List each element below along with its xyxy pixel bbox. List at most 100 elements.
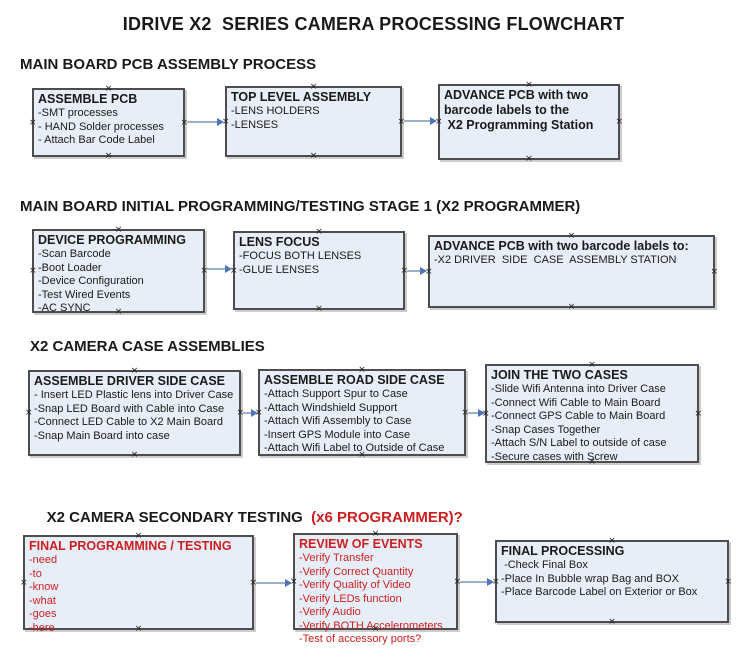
flow-box-advance-pcb-driver-side: ADVANCE PCB with two barcode labels to: … xyxy=(425,232,718,312)
box-title: TOP LEVEL ASSEMBLY xyxy=(231,90,372,104)
flow-box-top-level-assembly: TOP LEVEL ASSEMBLY -LENS HOLDERS-LENSES … xyxy=(222,83,405,161)
box-item: -Place In Bubble wrap Bag and BOX xyxy=(501,572,679,585)
connector-anchor-icon: × xyxy=(130,450,139,460)
box-item: -Attach S/N Label to outside of case xyxy=(491,437,667,449)
box-item: -need xyxy=(29,554,58,566)
connector-anchor-icon: × xyxy=(615,117,623,127)
section-heading-secondary-testing: X2 CAMERA SECONDARY TESTING (x6 PROGRAMM… xyxy=(30,492,463,543)
box-item: -Verify Quality of Video xyxy=(299,579,411,591)
section-heading-initial-programming: MAIN BOARD INITIAL PROGRAMMING/TESTING S… xyxy=(20,198,581,215)
box-item: -Verify Correct Quantity xyxy=(299,565,414,578)
flow-box-assemble-pcb: ASSEMBLE PCB -SMT processes- HAND Solder… xyxy=(29,85,188,161)
box-item: -Device Configuration xyxy=(38,275,144,287)
box-item: -Attach Wifi Assembly to Case xyxy=(264,415,412,427)
box-item: -Connect Wifi Cable to Main Board xyxy=(491,396,661,409)
box-title: ASSEMBLE ROAD SIDE CASE xyxy=(264,373,445,387)
box-title: ASSEMBLE PCB xyxy=(38,92,138,106)
flow-box-advance-pcb-programming-station: ADVANCE PCB with two barcode labels to t… xyxy=(435,81,623,164)
box-item: -AC SYNC xyxy=(38,302,91,314)
heading-red-part: (x6 PROGRAMMER)? xyxy=(302,509,463,526)
box-items: -Attach Support Spur to Case-Attach Wind… xyxy=(264,388,460,456)
box-item: -Verify Transfer xyxy=(299,552,374,564)
arrow-road-case-to-join-cases xyxy=(468,409,485,417)
connector-anchor-icon: × xyxy=(608,617,616,627)
box-title: ADVANCE PCB with two barcode labels to: xyxy=(434,239,689,253)
arrow-assemble-pcb-to-top-level xyxy=(187,118,224,126)
box-title: ADVANCE PCB with two barcode labels to t… xyxy=(444,88,594,132)
box-items: -Check Final Box-Place In Bubble wrap Ba… xyxy=(501,559,723,600)
arrow-driver-case-to-road-case xyxy=(243,409,258,417)
flow-box-review-of-events: REVIEW OF EVENTS -Verify Transfer-Verify… xyxy=(290,530,461,646)
arrow-device-programming-to-lens-focus xyxy=(207,265,232,273)
box-items: -Verify Transfer-Verify Correct Quantity… xyxy=(299,552,452,647)
box-item: -Attach Windshield Support xyxy=(264,401,398,414)
connector-anchor-icon: × xyxy=(724,576,732,587)
flow-box-assemble-road-side-case: ASSEMBLE ROAD SIDE CASE -Attach Support … xyxy=(255,366,469,460)
box-item: - Insert LED Plastic lens into Driver Ca… xyxy=(34,389,234,401)
box-item: -Snap Cases Together xyxy=(491,423,601,436)
box-item: -X2 DRIVER SIDE CASE ASSEMBLY STATION xyxy=(434,254,677,266)
connector-anchor-icon: × xyxy=(694,408,702,419)
arrow-lens-focus-to-advance-pcb xyxy=(407,267,427,275)
box-item: -SMT processes xyxy=(38,107,118,119)
section-heading-case-assemblies: X2 CAMERA CASE ASSEMBLIES xyxy=(30,338,265,355)
box-items: -need-to-know-what-goes-here xyxy=(29,554,248,635)
arrow-top-level-to-advance-pcb xyxy=(404,117,437,125)
box-items: -X2 DRIVER SIDE CASE ASSEMBLY STATION xyxy=(434,254,709,268)
box-item: - Attach Bar Code Label xyxy=(38,134,155,146)
flow-box-lens-focus: LENS FOCUS -FOCUS BOTH LENSES-GLUE LENSE… xyxy=(230,228,408,314)
box-item: -Check Final Box xyxy=(501,559,588,571)
connector-anchor-icon: × xyxy=(25,408,33,418)
box-item: -FOCUS BOTH LENSES xyxy=(239,250,362,262)
box-item: -GLUE LENSES xyxy=(239,263,320,276)
box-item: -Test of accessory ports? xyxy=(299,633,422,645)
box-title: ASSEMBLE DRIVER SIDE CASE xyxy=(34,374,226,388)
box-item: -Verify LEDs function xyxy=(299,592,402,605)
box-item: - HAND Solder processes xyxy=(38,120,164,133)
box-item: -Verify BOTH Accelerometers xyxy=(299,619,443,632)
connector-anchor-icon: × xyxy=(20,577,28,588)
connector-anchor-icon: × xyxy=(315,304,323,314)
box-title: FINAL PROCESSING xyxy=(501,544,625,558)
box-items: -LENS HOLDERS-LENSES xyxy=(231,105,396,132)
box-item: -Secure cases with Screw xyxy=(491,450,618,463)
box-item: -Test Wired Events xyxy=(38,288,131,301)
box-item: -Boot Loader xyxy=(38,261,102,274)
connector-anchor-icon: × xyxy=(29,266,37,276)
box-items: - Insert LED Plastic lens into Driver Ca… xyxy=(34,389,235,443)
box-title: LENS FOCUS xyxy=(239,235,320,249)
flow-box-device-programming: DEVICE PROGRAMMING -Scan Barcode-Boot Lo… xyxy=(29,226,208,317)
box-item: -here xyxy=(29,621,55,634)
box-title: FINAL PROGRAMMING / TESTING xyxy=(29,539,232,553)
box-item: -Insert GPS Module into Case xyxy=(264,428,411,441)
heading-black-part: X2 CAMERA SECONDARY TESTING xyxy=(46,509,303,526)
box-item: -Connect GPS Cable to Main Board xyxy=(491,410,666,422)
box-title: REVIEW OF EVENTS xyxy=(299,537,423,551)
connector-anchor-icon: × xyxy=(525,154,533,164)
box-item: -to xyxy=(29,567,42,580)
box-item: -Snap LED Board with Cable into Case xyxy=(34,402,225,415)
connector-anchor-icon: × xyxy=(567,302,576,312)
page-title: IDRIVE X2 SERIES CAMERA PROCESSING FLOWC… xyxy=(122,14,625,34)
arrow-final-programming-to-review xyxy=(256,579,292,587)
flow-box-assemble-driver-side-case: ASSEMBLE DRIVER SIDE CASE - Insert LED P… xyxy=(25,367,244,460)
connector-anchor-icon: × xyxy=(29,117,37,128)
box-item: -Attach Wifi Label to Outside of Case xyxy=(264,442,445,454)
box-item: -goes xyxy=(29,608,57,620)
connector-anchor-icon: × xyxy=(104,151,113,161)
box-title: JOIN THE TWO CASES xyxy=(491,368,628,382)
box-items: -FOCUS BOTH LENSES-GLUE LENSES xyxy=(239,250,399,277)
box-item: -Place Barcode Label on Exterior or Box xyxy=(501,586,698,598)
box-item: -LENSES xyxy=(231,118,279,131)
box-item: -Scan Barcode xyxy=(38,248,111,260)
box-items: -SMT processes- HAND Solder processes- A… xyxy=(38,107,179,148)
box-item: -what xyxy=(29,594,56,607)
box-item: -Attach Support Spur to Case xyxy=(264,388,408,400)
box-item: -know xyxy=(29,581,59,593)
box-title: DEVICE PROGRAMMING xyxy=(38,233,186,247)
box-items: -Scan Barcode-Boot Loader-Device Configu… xyxy=(38,248,199,316)
flow-box-final-programming-testing: FINAL PROGRAMMING / TESTING -need-to-kno… xyxy=(20,532,257,634)
box-item: -Snap Main Board into case xyxy=(34,429,170,442)
box-item: -Slide Wifi Antenna into Driver Case xyxy=(491,383,666,395)
